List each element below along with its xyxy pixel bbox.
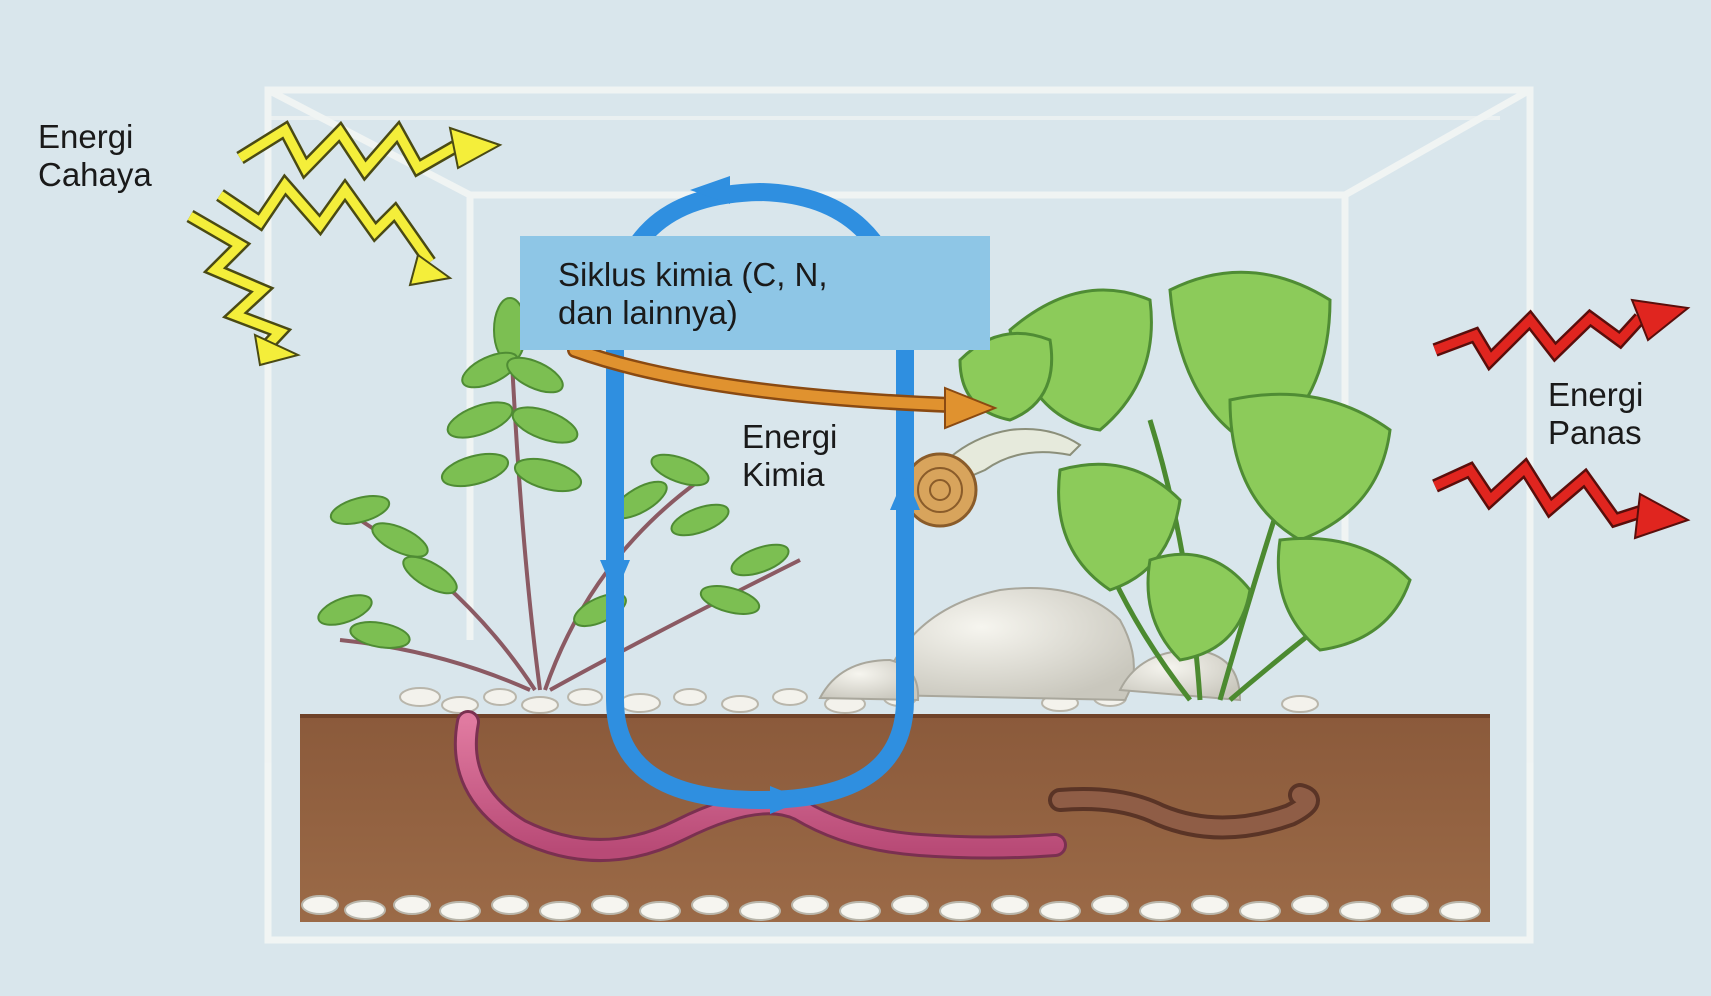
chemical-cycle-box: Siklus kimia (C, N, dan lainnya) (520, 236, 990, 350)
heat-energy-line-1: Energi (1548, 376, 1643, 414)
heat-energy-label: Energi Panas (1548, 376, 1643, 452)
chemical-energy-line-2: Kimia (742, 456, 837, 494)
chemical-cycle-label: Siklus kimia (C, N, dan lainnya) (558, 256, 990, 332)
chemical-energy-arrow (575, 350, 995, 428)
chemical-cycle-line-1: Siklus kimia (C, N, (558, 256, 990, 294)
chemical-cycle-line-2: dan lainnya) (558, 294, 990, 332)
light-energy-label: Energi Cahaya (38, 118, 152, 194)
chemical-energy-label: Energi Kimia (742, 418, 837, 494)
light-energy-line-2: Cahaya (38, 156, 152, 194)
chemical-energy-line-1: Energi (742, 418, 837, 456)
fern-plant (315, 298, 800, 690)
heat-energy-line-2: Panas (1548, 414, 1643, 452)
light-energy-line-1: Energi (38, 118, 152, 156)
snail (904, 429, 1080, 526)
